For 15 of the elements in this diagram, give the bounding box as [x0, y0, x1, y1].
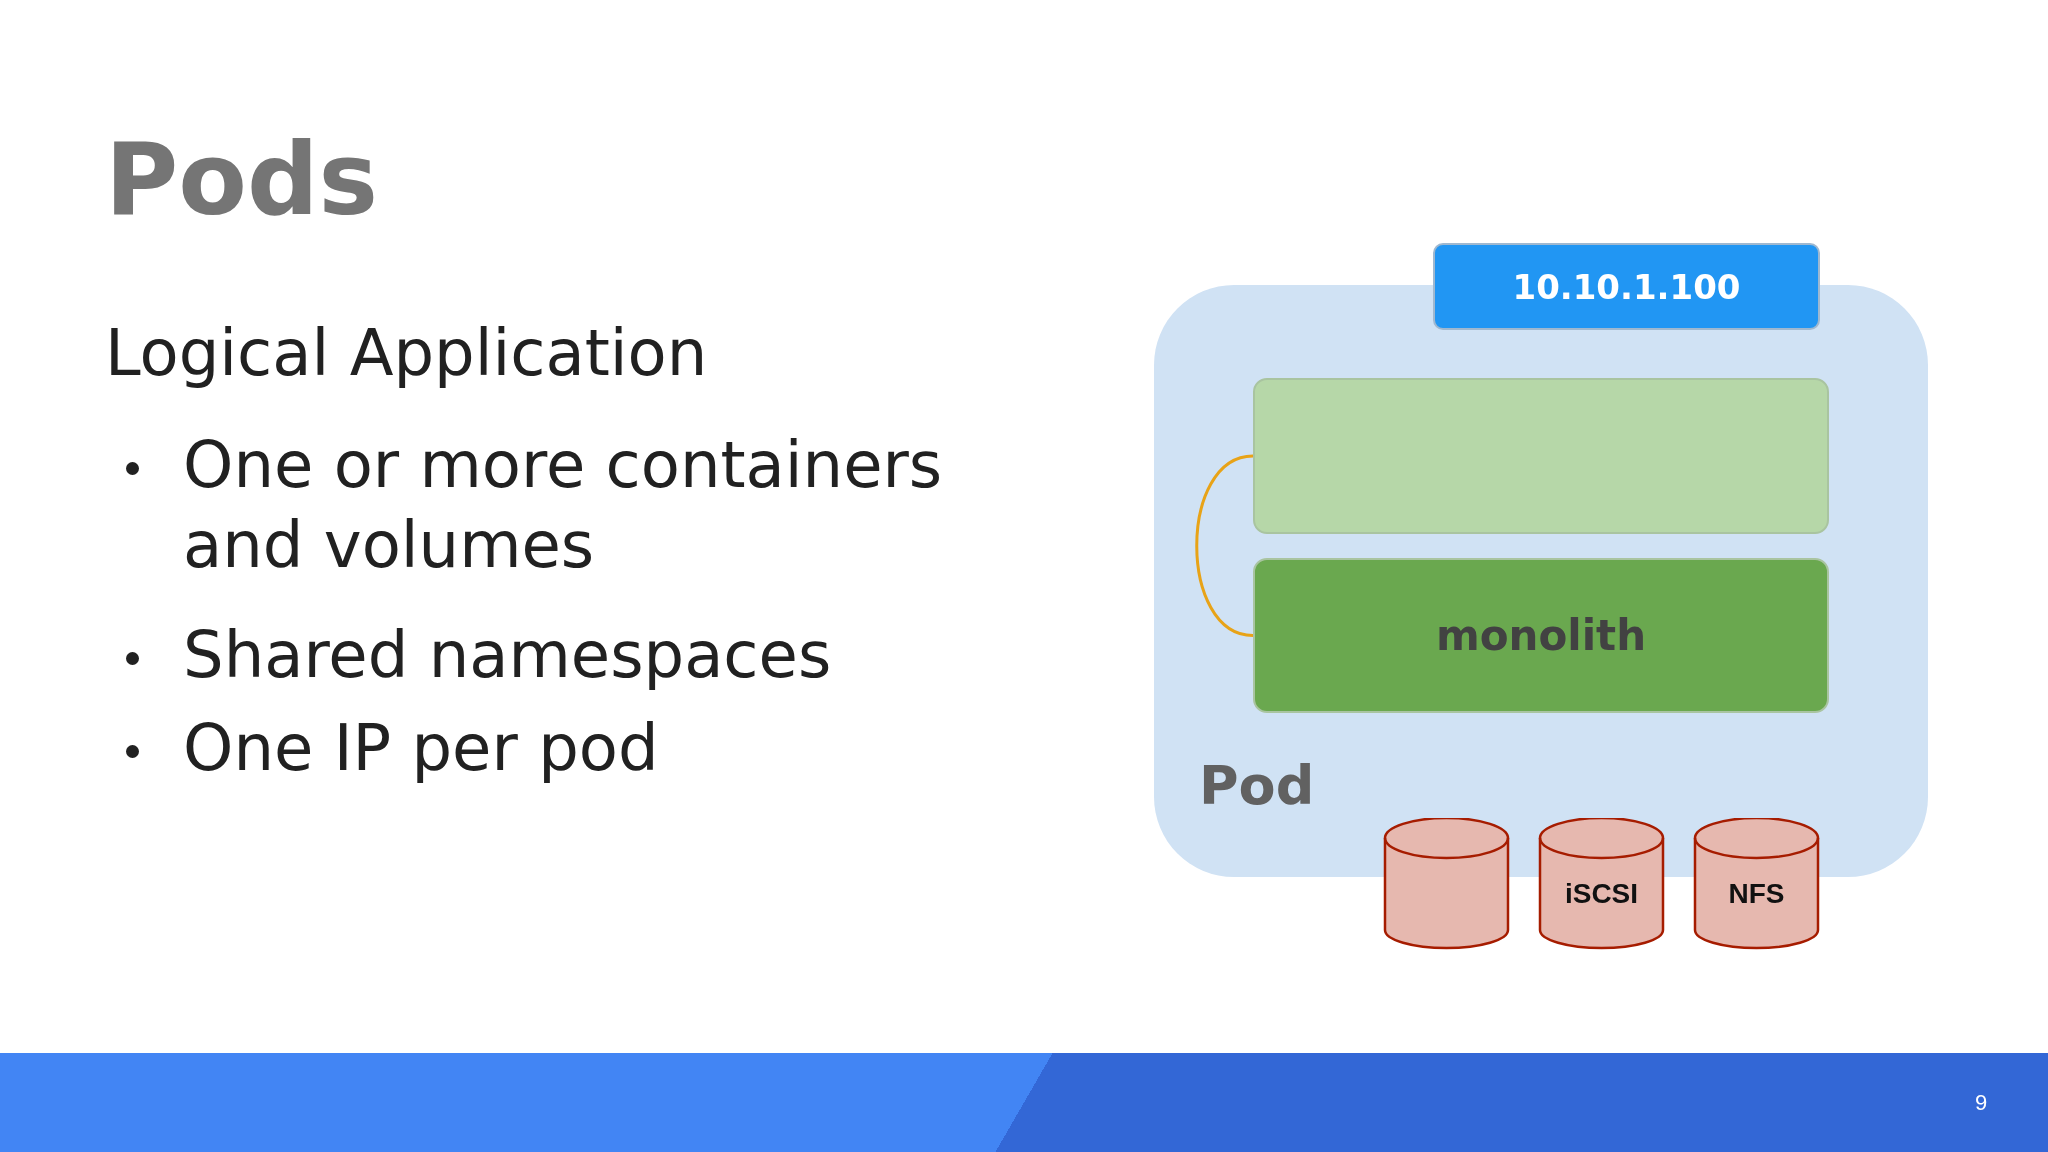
connector-arc — [1195, 454, 1254, 637]
container-box — [1253, 378, 1829, 534]
ip-address-badge — [1433, 243, 1820, 330]
page-number: 9 — [1975, 1090, 1988, 1116]
subheading: Logical Application — [105, 315, 708, 392]
bullet-text: Shared namespaces — [183, 617, 833, 694]
bullet-text: One or more containers and volumes — [183, 427, 943, 584]
box-label: 10.10.1.100 — [1512, 266, 1741, 307]
bullet-text: One IP per pod — [183, 710, 660, 787]
slide-title: Pods — [105, 130, 379, 230]
volume-label: NFS — [1728, 878, 1785, 910]
volume-label: iSCSI — [1564, 878, 1639, 910]
box-label: monolith — [1435, 611, 1647, 660]
container-box — [1253, 558, 1829, 713]
pod-label: Pod — [1199, 754, 1315, 817]
